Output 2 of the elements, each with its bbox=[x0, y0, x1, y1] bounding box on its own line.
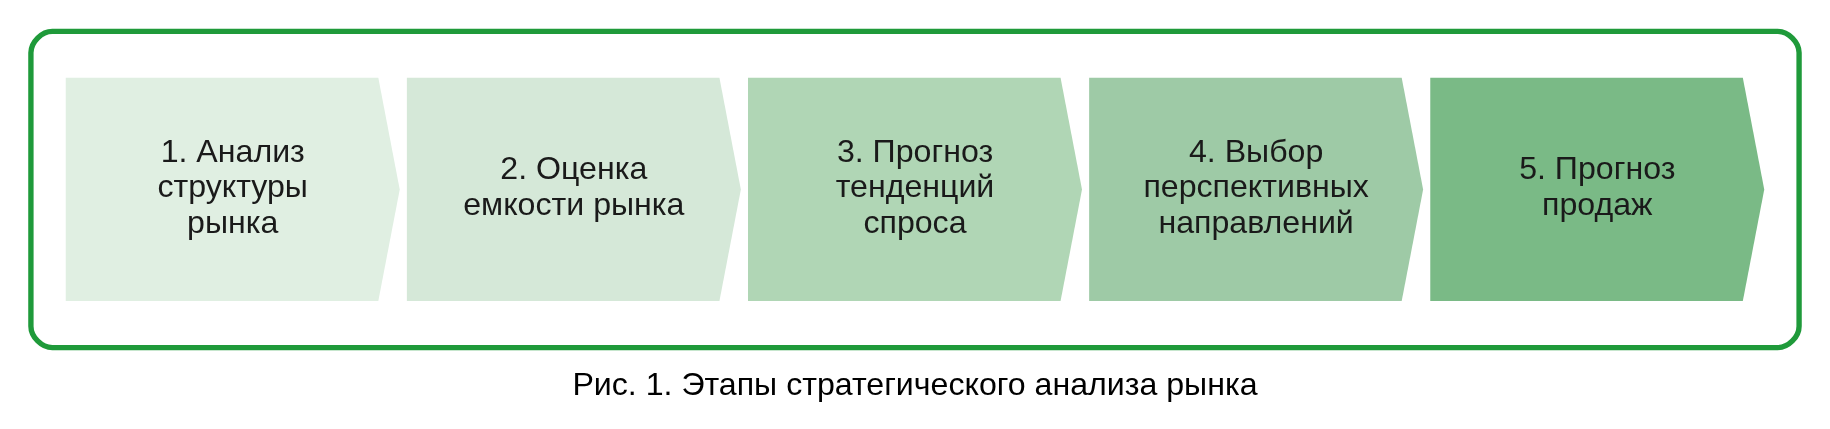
caption: Рис. 1. Этапы стратегического анализа рынка bbox=[572, 365, 1258, 402]
cluster bbox=[28, 28, 1802, 351]
